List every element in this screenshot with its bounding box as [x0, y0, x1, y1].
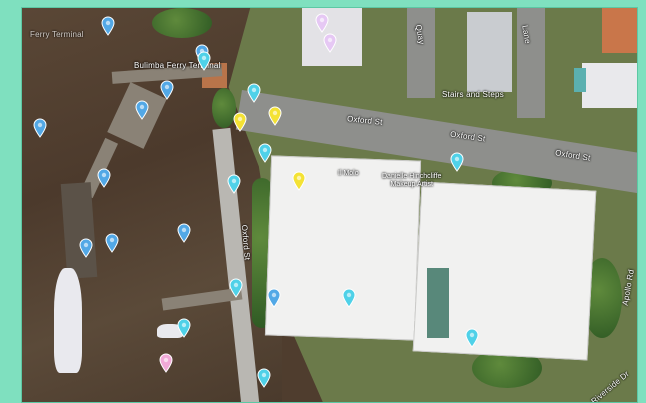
swimming-pool [427, 268, 449, 338]
house-roof [582, 63, 637, 108]
map-marker-blue-icon[interactable] [105, 233, 119, 253]
map-marker-cyan-icon[interactable] [247, 83, 261, 103]
map-marker-cyan-icon[interactable] [342, 288, 356, 308]
tree-cluster [152, 8, 212, 38]
map-marker-blue-icon[interactable] [135, 100, 149, 120]
map-marker-pink-icon[interactable] [159, 353, 173, 373]
map-marker-blue-icon[interactable] [267, 288, 281, 308]
stairs-label: Stairs and Steps [442, 90, 504, 99]
side-street-road [407, 8, 435, 98]
map-marker-blue-icon[interactable] [33, 118, 47, 138]
house-roof [467, 12, 512, 92]
house-roof [602, 8, 637, 53]
map-marker-cyan-icon[interactable] [257, 368, 271, 388]
map-marker-cyan-icon[interactable] [229, 278, 243, 298]
small-boat [157, 324, 183, 338]
map-marker-cyan-icon[interactable] [197, 51, 211, 71]
ferry-boat [54, 268, 82, 373]
map-marker-yellow-icon[interactable] [292, 171, 306, 191]
map-marker-blue-icon[interactable] [79, 238, 93, 258]
venue-label: Il Molo [338, 170, 359, 177]
map-marker-blue-icon[interactable] [97, 168, 111, 188]
map-marker-blue-icon[interactable] [177, 223, 191, 243]
map-marker-cyan-icon[interactable] [227, 174, 241, 194]
map-marker-yellow-icon[interactable] [268, 106, 282, 126]
ferry-terminal-label: Ferry Terminal [30, 30, 84, 39]
business-label: Danielle Hinchcliffe Makeup Artist [382, 173, 442, 188]
map-marker-yellow-icon[interactable] [233, 112, 247, 132]
map-marker-lilac-icon[interactable] [323, 33, 337, 53]
map-viewport[interactable]: Ferry Terminal Bulimba Ferry Terminal St… [21, 7, 638, 403]
map-marker-cyan-icon[interactable] [450, 152, 464, 172]
map-marker-lilac-icon[interactable] [315, 13, 329, 33]
map-marker-cyan-icon[interactable] [465, 328, 479, 348]
pier-label: Bulimba Ferry Terminal [134, 61, 221, 70]
map-marker-blue-icon[interactable] [160, 80, 174, 100]
map-marker-cyan-icon[interactable] [258, 143, 272, 163]
map-marker-cyan-icon[interactable] [177, 318, 191, 338]
map-marker-blue-icon[interactable] [101, 16, 115, 36]
swimming-pool [574, 68, 586, 92]
tree-cluster [212, 88, 236, 128]
side-street-road [517, 8, 545, 118]
